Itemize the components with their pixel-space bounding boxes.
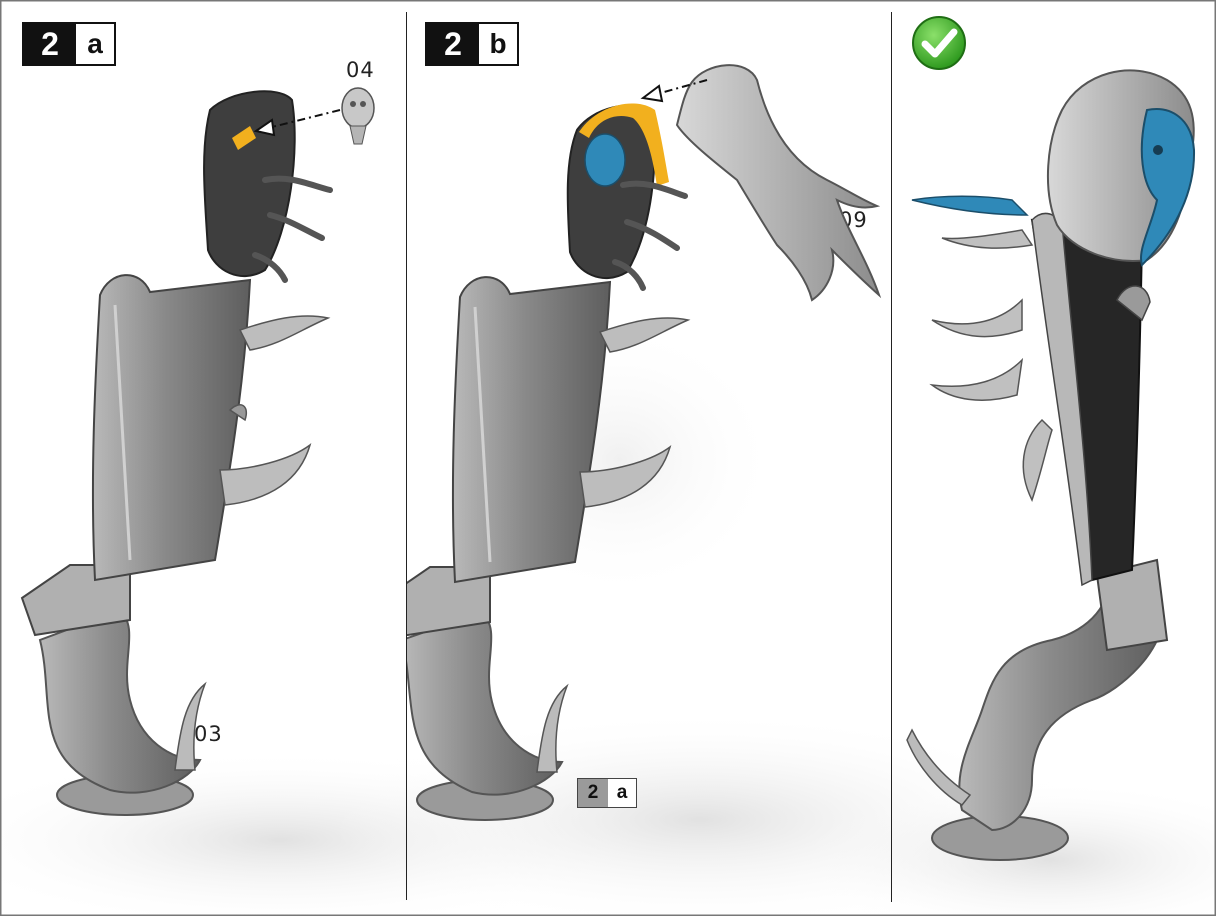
model-illustration-complete <box>892 0 1216 916</box>
panel-complete <box>892 0 1216 916</box>
panel-step-2a: 2 a 04 03 <box>0 0 406 916</box>
panel-step-2b: 2 b 09 2 a <box>407 0 891 916</box>
model-illustration-2b <box>407 0 891 916</box>
checkmark-icon <box>910 14 968 72</box>
model-illustration-2a <box>0 0 406 916</box>
